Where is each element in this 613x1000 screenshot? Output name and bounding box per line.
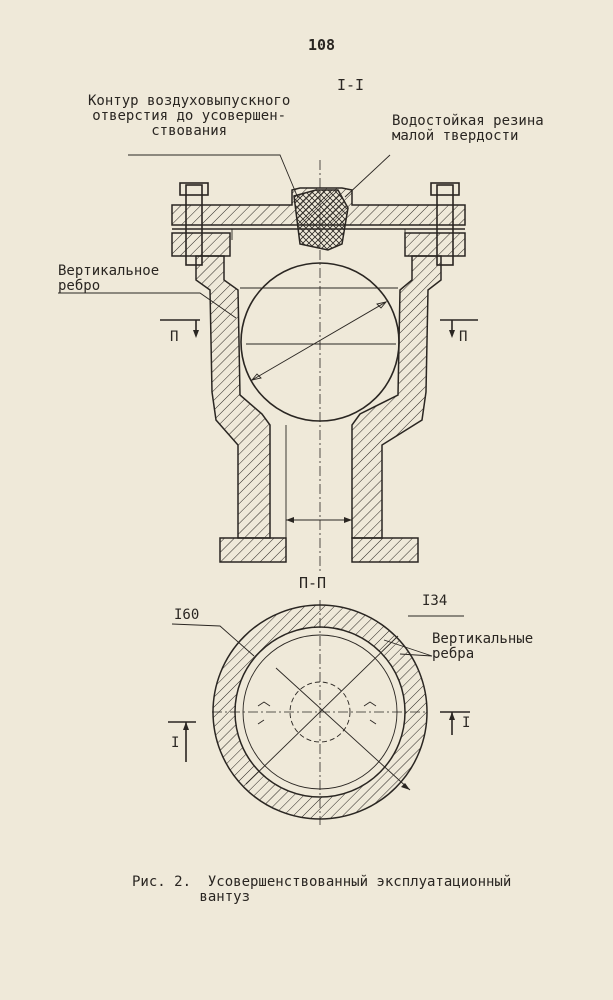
right-flange — [404, 232, 466, 257]
section-title-top: I-I — [337, 76, 365, 94]
label-air-vent-contour: Контур воздуховыпускного отверстия до ус… — [88, 93, 291, 139]
hidden-circle — [289, 681, 351, 743]
left-bolt-head — [179, 182, 209, 196]
leader-rib — [58, 292, 237, 319]
dimension-160: I60 — [174, 607, 200, 623]
label-rubber: Водостойкая резина малой твердости — [392, 113, 544, 144]
right-base-flange — [351, 537, 419, 563]
leader-ribs — [383, 639, 433, 657]
right-wall — [351, 255, 442, 539]
right-bolt — [436, 184, 454, 266]
section-ii-ii — [168, 600, 470, 825]
cut-label-bottom-right: I — [462, 715, 471, 731]
rubber-plug — [293, 189, 349, 251]
figure-caption: Рис. 2. Усовершенствованный эксплуатацио… — [132, 874, 512, 905]
leader-air-vent — [128, 154, 299, 199]
page-number: 108 — [308, 36, 336, 54]
dimension-134: I34 — [422, 593, 448, 609]
label-vertical-ribs: Вертикальные ребра — [432, 631, 534, 662]
right-bolt-head — [430, 182, 460, 196]
cut-label-bottom-left: I — [171, 735, 180, 751]
cut-label-left: П — [170, 329, 179, 345]
left-base-flange — [219, 537, 287, 563]
leader-160 — [171, 623, 255, 657]
left-flange — [171, 232, 231, 257]
left-bolt — [185, 184, 203, 266]
cut-label-right: П — [459, 329, 468, 345]
leader-rubber — [344, 154, 391, 198]
label-vertical-rib: Вертикальное ребро — [58, 263, 160, 294]
section-title-bottom: П-П — [299, 574, 327, 592]
section-i-i — [58, 154, 478, 572]
